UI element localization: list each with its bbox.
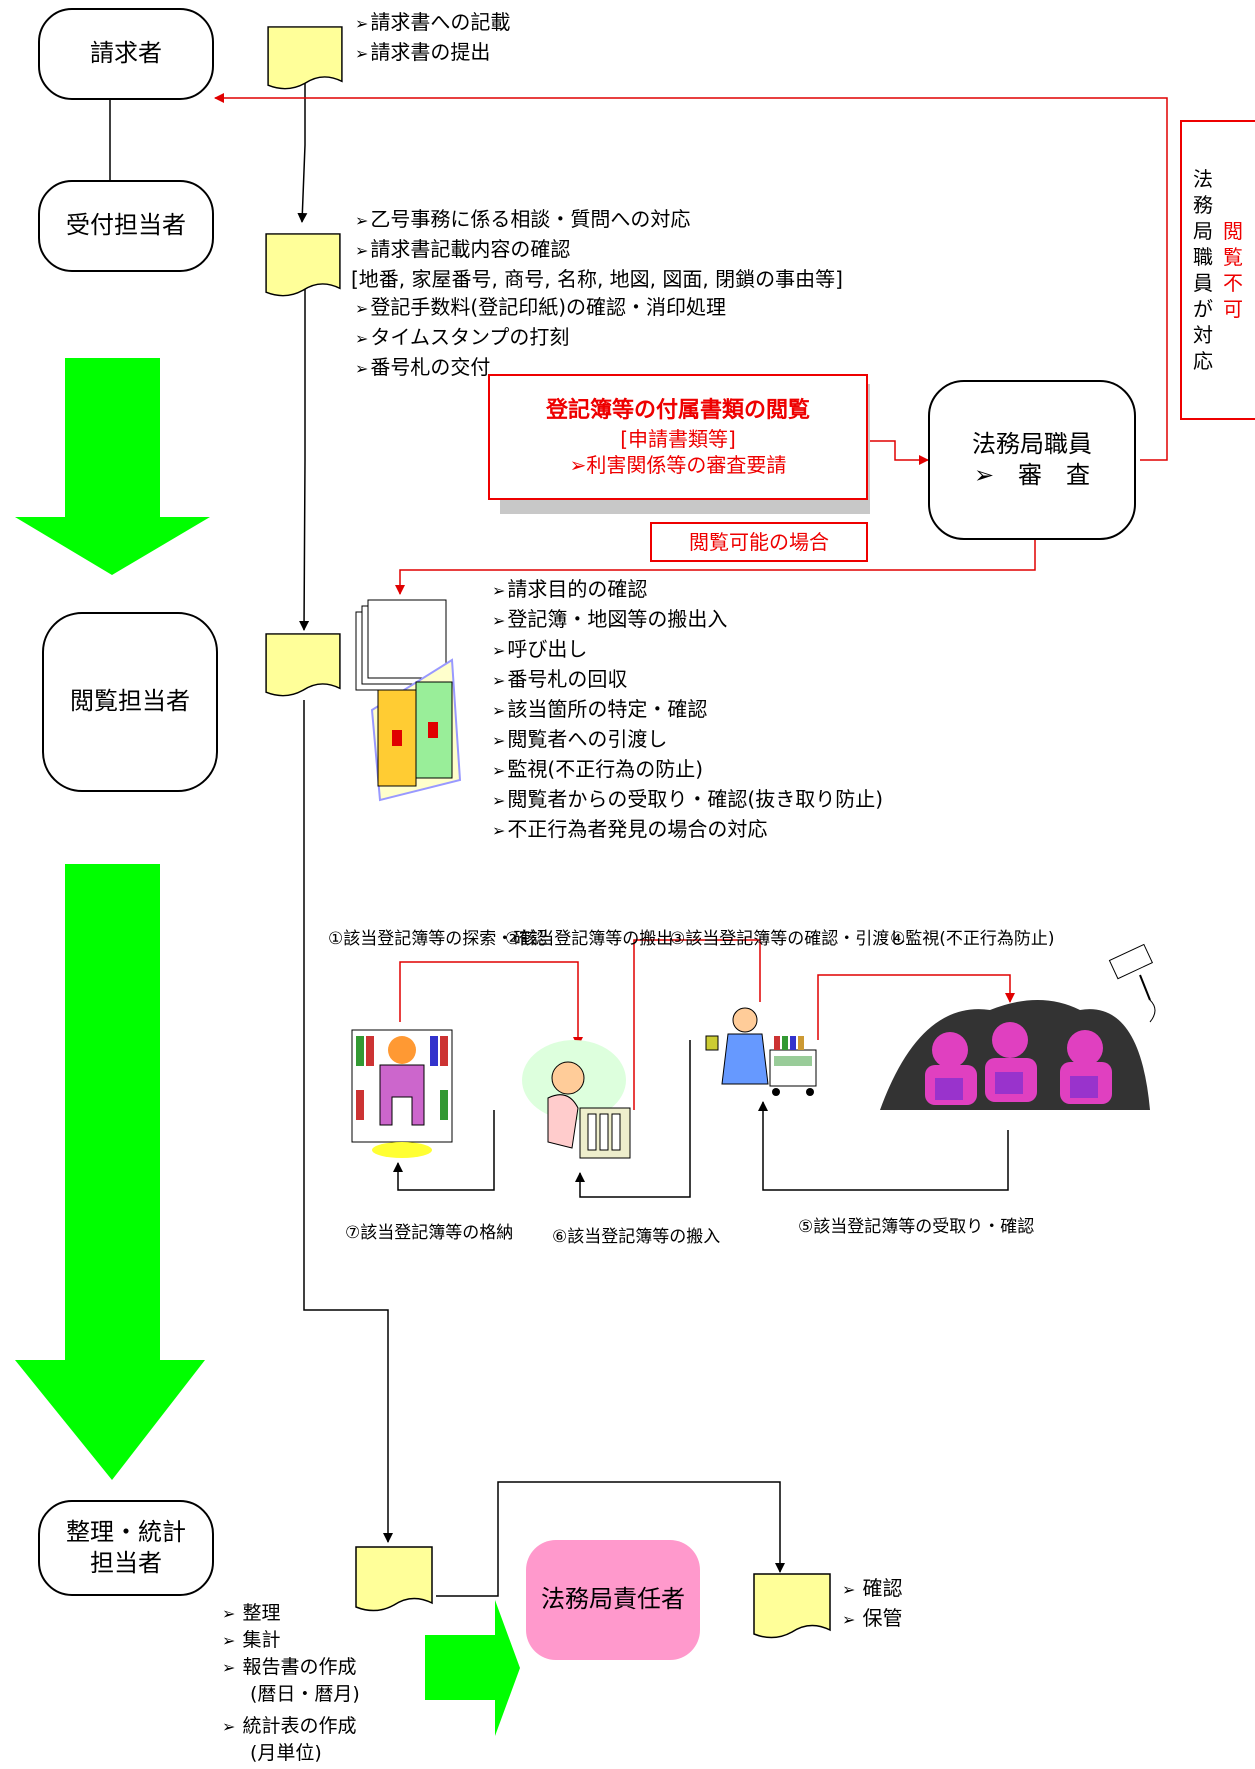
document-icon — [267, 26, 343, 90]
manager-steps: ➢ 確認 ➢ 保管 — [842, 1574, 903, 1634]
role-claimant: 請求者 — [38, 8, 214, 100]
list-item: ➢監視(不正行為の防止) — [492, 757, 704, 781]
attached-docs-sub1: [申請書類等] — [620, 427, 736, 451]
list-item: ➢登記簿・地図等の搬出入 — [492, 607, 728, 631]
list-item: ➢ 報告書の作成 — [222, 1656, 357, 1678]
list-item: ➢番号札の回収 — [492, 667, 628, 691]
list-item: ➢該当箇所の特定・確認 — [492, 697, 708, 721]
list-item: ➢乙号事務に係る相談・質問への対応 — [355, 207, 691, 231]
list-item: ➢ 整理 — [222, 1602, 281, 1624]
clerk-icon — [705, 1007, 817, 1096]
list-item: ➢タイムスタンプの打刻 — [355, 325, 570, 349]
process-step-3: ③該当登記簿等の確認・引渡し — [670, 929, 907, 949]
attached-docs-sub2: ➢利害関係等の審査要請 — [569, 453, 787, 477]
list-item: ➢請求書の提出 — [355, 40, 491, 64]
camera-icon — [1108, 943, 1156, 1023]
flow-arrow-large-2 — [15, 864, 205, 1480]
process-step-1: ①該当登記簿等の探索・確認 — [328, 929, 548, 949]
not-permitted-red-text: 閲 覧 不 可 — [1223, 219, 1243, 321]
arrow-permitted-to-viewing — [395, 540, 1036, 595]
document-icon — [355, 1546, 433, 1612]
list-item: ➢ 確認 — [842, 1576, 903, 1600]
list-item: [地番, 家屋番号, 商号, 名称, 地図, 図面, 閉鎖の事由等] — [351, 267, 843, 291]
red-line-not-permitted — [1140, 120, 1168, 461]
arrow-denied-to-claimant — [214, 93, 1168, 120]
librarian-icon — [351, 1029, 453, 1158]
list-item: ➢請求書記載内容の確認 — [355, 237, 571, 261]
attached-docs-title: 登記簿等の付属書類の閲覧 — [545, 398, 810, 423]
readers-icon — [880, 1000, 1150, 1110]
process-step-5: ⑤該当登記簿等の受取り・確認 — [798, 1217, 1035, 1237]
arrow-process-2-3 — [633, 939, 761, 1110]
list-item: ➢呼び出し — [492, 637, 588, 661]
cart-icon — [522, 1040, 631, 1159]
not-permitted-black-text: 法 務 局 職 員 が 対 応 — [1193, 167, 1213, 373]
arrow-process-1-2 — [399, 961, 583, 1047]
list-item: ➢請求目的の確認 — [492, 577, 648, 601]
attached-docs-box: 登記簿等の付属書類の閲覧 [申請書類等] ➢利害関係等の審査要請 — [488, 374, 868, 500]
process-step-7: ⑦該当登記簿等の格納 — [345, 1223, 514, 1243]
flow-arrow-large-1 — [15, 358, 210, 575]
list-item: ➢請求書への記載 — [355, 10, 511, 34]
process-step-4: ④監視(不正行為防止) — [890, 929, 1055, 949]
permitted-label: 閲覧可能の場合 — [650, 522, 868, 562]
arrow-return-7 — [393, 1110, 495, 1191]
arrow-doc-to-reception-doc — [297, 70, 308, 223]
list-item: ➢ 保管 — [842, 1606, 903, 1630]
viewing-steps: ➢請求目的の確認 ➢登記簿・地図等の搬出入 ➢呼び出し ➢番号札の回収 ➢該当箇… — [492, 575, 883, 845]
list-item: ➢閲覧者からの受取り・確認(抜き取り防止) — [492, 787, 884, 811]
role-statistics: 整理・統計担当者 — [38, 1500, 214, 1596]
arrow-return-6 — [575, 1040, 691, 1198]
arrow-request-to-examiner — [868, 440, 929, 465]
list-item: (月単位) — [250, 1742, 322, 1764]
list-item: ➢ 統計表の作成 — [222, 1715, 357, 1737]
arrow-return-5 — [758, 1101, 1009, 1191]
arrow-doc-to-viewing-doc — [299, 275, 310, 631]
role-examiner: 法務局職員➢ 審 査 — [928, 380, 1136, 540]
document-icon — [265, 633, 341, 697]
arrow-doc-to-statistics-doc — [303, 700, 393, 1543]
claimant-steps: ➢請求書への記載 ➢請求書の提出 — [355, 8, 510, 68]
process-step-6: ⑥該当登記簿等の搬入 — [552, 1227, 721, 1247]
reception-steps: ➢乙号事務に係る相談・質問への対応 ➢請求書記載内容の確認 [地番, 家屋番号,… — [351, 205, 843, 383]
not-permitted-box — [1180, 120, 1255, 420]
role-viewing: 閲覧担当者 — [42, 612, 218, 792]
list-item: ➢番号札の交付 — [355, 355, 491, 379]
binder-icon — [355, 599, 462, 802]
statistics-steps: ➢ 整理 ➢ 集計 ➢ 報告書の作成 (暦日・暦月) ➢ 統計表の作成 (月単位… — [222, 1600, 360, 1766]
process-step-2: ②該当登記簿等の搬出 — [505, 929, 674, 949]
role-manager: 法務局責任者 — [526, 1540, 700, 1660]
list-item: ➢閲覧者への引渡し — [492, 727, 668, 751]
list-item: (暦日・暦月) — [250, 1683, 360, 1705]
list-item: ➢不正行為者発見の場合の対応 — [492, 817, 768, 841]
document-icon — [753, 1573, 831, 1639]
list-item: ➢ 集計 — [222, 1629, 281, 1651]
arrow-to-manager-doc — [436, 1481, 785, 1597]
arrow-process-3-4 — [817, 974, 1015, 1040]
role-reception: 受付担当者 — [38, 180, 214, 272]
document-icon — [265, 233, 341, 297]
list-item: ➢登記手数料(登記印紙)の確認・消印処理 — [355, 295, 727, 319]
flow-arrow-right — [425, 1600, 520, 1736]
